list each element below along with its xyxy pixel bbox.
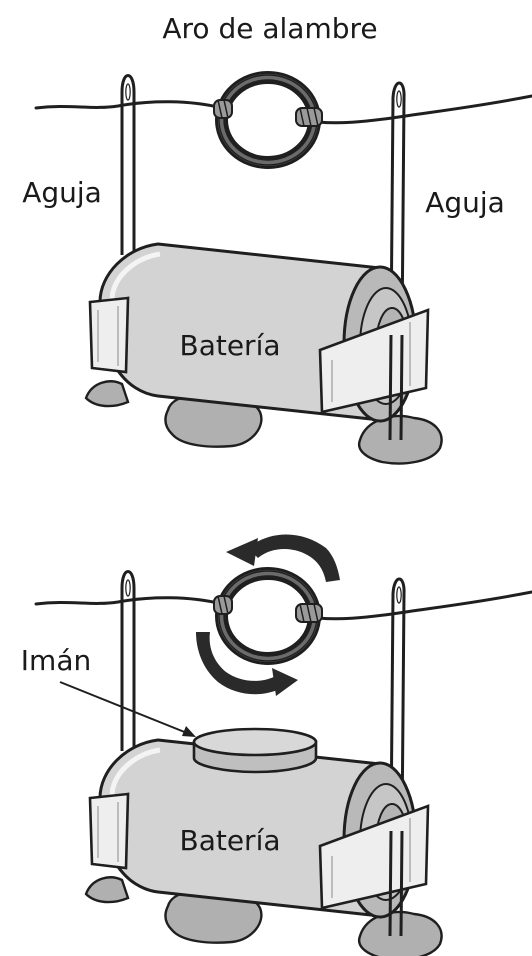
battery-label-top: Batería <box>179 329 280 362</box>
magnet-label: Imán <box>21 644 91 677</box>
rotation-arrow-icon <box>196 534 340 696</box>
bottom-panel: Imán Batería <box>21 534 532 956</box>
needle-left-label: Aguja <box>22 176 102 209</box>
top-panel: Aguja Aguja Batería <box>22 73 532 463</box>
needle-right-label: Aguja <box>425 186 505 219</box>
magnet-pointer-line <box>59 681 193 736</box>
diagram-title: Aro de alambre <box>162 12 377 45</box>
magnet-icon <box>192 727 318 774</box>
magnet-pointer-arrowhead <box>182 726 196 737</box>
battery-label-bottom: Batería <box>179 824 280 857</box>
wire-loop-apparatus-top <box>36 73 532 463</box>
